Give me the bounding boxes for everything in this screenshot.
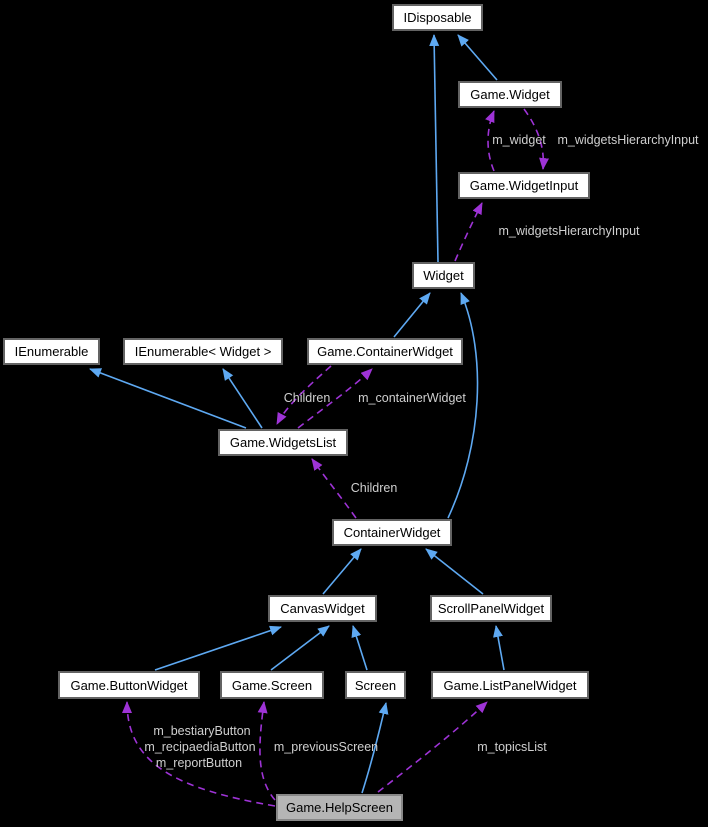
node-canvaswidget[interactable]: CanvasWidget [268,595,377,622]
node-widget[interactable]: Widget [412,262,475,289]
node-game-helpscreen: Game.HelpScreen [276,794,403,821]
edge-gamecontainerwidget-to-widget [393,292,431,338]
node-containerwidget[interactable]: ContainerWidget [332,519,452,546]
edge-m-widget [485,110,495,172]
node-screen[interactable]: Screen [345,671,406,699]
edge-gamewidgetslist-to-ienumerablewidget [222,368,263,429]
edge-screen-to-canvaswidget [351,625,368,671]
node-idisposable[interactable]: IDisposable [392,4,483,31]
edge-gamehelpscreen-to-screen [361,702,389,794]
node-ienumerable[interactable]: IEnumerable [3,338,100,365]
edge-m-widgetshierarchyinput-mid [454,202,483,262]
node-game-buttonwidget[interactable]: Game.ButtonWidget [58,671,200,699]
node-game-containerwidget[interactable]: Game.ContainerWidget [307,338,463,365]
node-game-widgetinput[interactable]: Game.WidgetInput [458,172,590,199]
node-game-screen[interactable]: Game.Screen [220,671,324,699]
node-game-widgetslist[interactable]: Game.WidgetsList [218,429,348,456]
node-ienumerable-widget[interactable]: IEnumerable< Widget > [123,338,283,365]
edge-m-previousscreen [257,701,276,801]
edge-m-containerwidget [297,368,373,429]
node-scrollpanelwidget[interactable]: ScrollPanelWidget [430,595,552,622]
edge-gamescreen-to-canvaswidget [270,625,330,671]
node-game-widget[interactable]: Game.Widget [458,81,562,108]
edge-children-top [276,365,332,425]
edge-widget-to-idisposable [429,34,440,263]
edge-m-buttons [122,701,276,807]
edge-gamelistpanelwidget-to-scrollpanelwidget [493,625,505,671]
edge-m-widgetshierarchyinput-top [523,108,550,170]
edge-children-bottom [311,458,357,519]
edge-containerwidget-to-widget [447,292,479,519]
edge-gamewidget-to-idisposable [457,34,498,81]
edge-canvaswidget-to-containerwidget [322,548,362,595]
edge-gamebuttonwidget-to-canvaswidget [154,625,282,671]
edge-gamewidgetslist-to-ienumerable [89,368,247,429]
node-game-listpanelwidget[interactable]: Game.ListPanelWidget [431,671,589,699]
edge-scrollpanelwidget-to-containerwidget [425,548,484,595]
edge-m-topicslist [377,701,488,793]
